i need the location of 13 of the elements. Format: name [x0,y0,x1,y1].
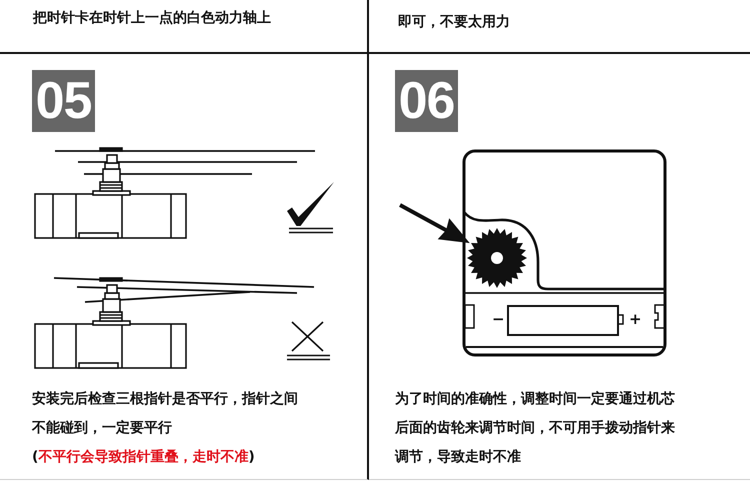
step-panel [0,0,369,54]
warning-note: (不平行会导致指针重叠，走时不准) [32,448,256,467]
step-panel [0,54,369,480]
arrow [399,203,470,244]
step-number: 06 [395,70,458,132]
instruction-text: 即可，不要太用力 [398,13,511,31]
instruction-text: 安装完后检查三根指针是否平行，指针之间不能碰到，一定要平行 [32,390,299,438]
instruction-text: 把时针卡在时针上一点的白色动力轴上 [33,9,272,27]
polarity-label: − [492,309,505,329]
gear-wheel [467,228,527,288]
step-number: 05 [32,70,95,132]
instruction-text: 为了时间的准确性，调整时间一定要通过机芯后面的齿轮来调节时间，不可用手拨动指针来调节，导致走时不准 [395,390,676,467]
polarity-label: + [629,309,642,329]
